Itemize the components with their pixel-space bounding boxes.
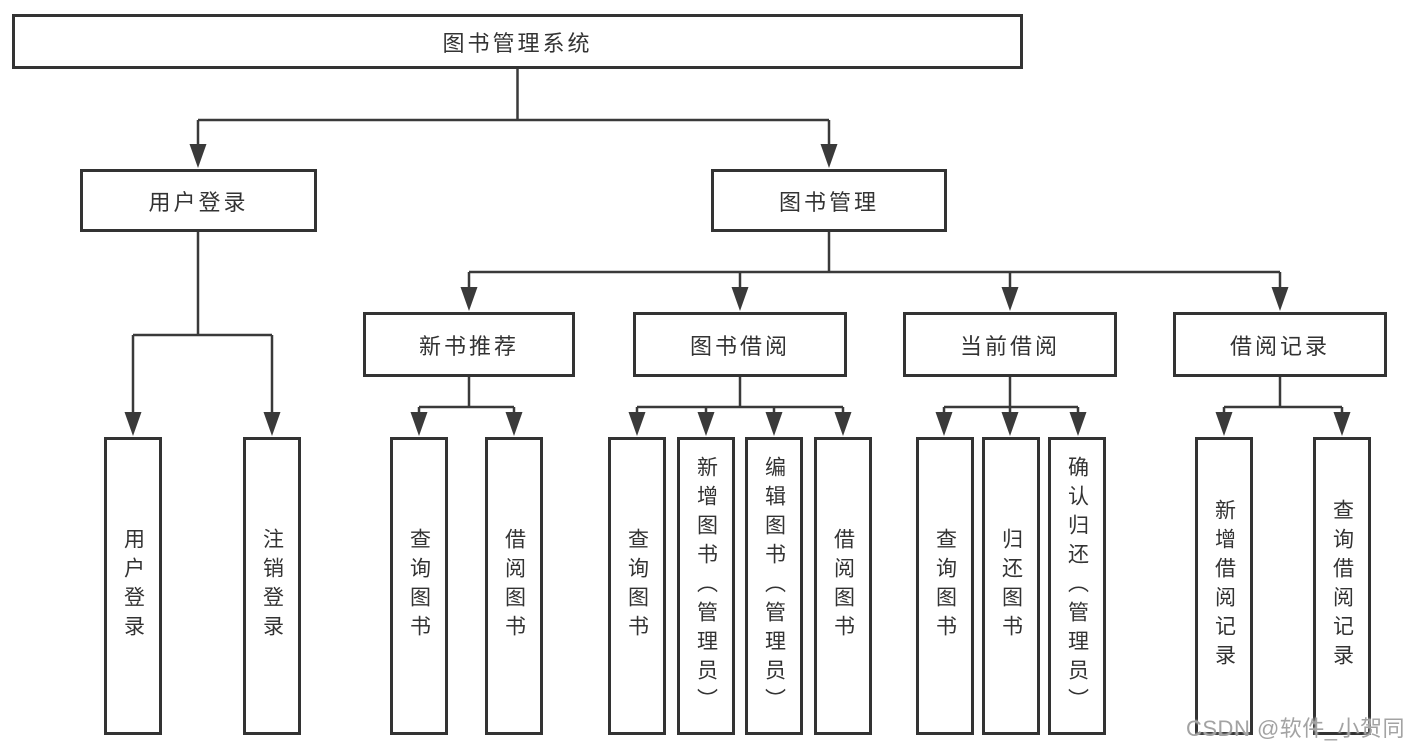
arrowhead-icon (505, 412, 523, 436)
node-return-books: 归还图书 (982, 437, 1040, 735)
node-add-borrow-record: 新增借阅记录 (1195, 437, 1253, 735)
node-borrow-query-books: 查询图书 (608, 437, 666, 735)
arrowhead-icon (1069, 412, 1087, 436)
node-logout-label: 注销登录 (260, 528, 284, 644)
arrowhead-icon (410, 412, 428, 436)
node-edit-books-admin: 编辑图书（管理员） (745, 437, 803, 735)
node-return-books-label: 归还图书 (999, 528, 1023, 644)
node-current-query-books: 查询图书 (916, 437, 974, 735)
connector-book-management-to-level3 (467, 232, 1282, 292)
connector-borrow-to-children (635, 377, 845, 420)
arrowhead-icon (189, 144, 207, 168)
node-book-borrowing: 图书借阅 (633, 312, 847, 377)
node-user-login-label: 用户登录 (148, 189, 249, 215)
connector-records-to-children (1222, 377, 1344, 420)
connector-user-login-to-children (131, 232, 274, 418)
node-add-books-admin: 新增图书（管理员） (677, 437, 735, 735)
node-book-management: 图书管理 (711, 169, 947, 232)
connector-recommend-to-children (417, 377, 516, 420)
arrowhead-icon (1215, 412, 1233, 436)
arrowhead-icon (460, 287, 478, 311)
connector-current-to-children (942, 377, 1080, 420)
arrowhead-icon (1001, 412, 1019, 436)
arrowhead-icon (820, 144, 838, 168)
node-recommend-borrow-books-label: 借阅图书 (502, 528, 526, 644)
arrowhead-icon (697, 412, 715, 436)
node-recommend-query-books: 查询图书 (390, 437, 448, 735)
arrowhead-icon (124, 412, 142, 436)
arrowhead-icon (1333, 412, 1351, 436)
node-borrow-books: 借阅图书 (814, 437, 872, 735)
node-recommend-query-books-label: 查询图书 (407, 528, 431, 644)
arrowhead-icon (628, 412, 646, 436)
node-edit-books-admin-label: 编辑图书（管理员） (762, 455, 786, 717)
node-current-query-books-label: 查询图书 (933, 528, 957, 644)
arrowhead-icon (731, 287, 749, 311)
arrowhead-icon (834, 412, 852, 436)
node-current-borrowing-label: 当前借阅 (959, 333, 1060, 359)
node-borrow-records-label: 借阅记录 (1229, 333, 1330, 359)
arrowhead-icon (935, 412, 953, 436)
node-new-book-recommend-label: 新书推荐 (418, 333, 519, 359)
arrowhead-icon (1001, 287, 1019, 311)
connector-root-to-level2 (196, 69, 831, 150)
node-logout: 注销登录 (243, 437, 301, 735)
node-confirm-return-admin-label: 确认归还（管理员） (1065, 455, 1089, 717)
node-borrow-query-books-label: 查询图书 (625, 528, 649, 644)
arrowhead-icon (1271, 287, 1289, 311)
node-new-book-recommend: 新书推荐 (363, 312, 575, 377)
node-borrow-records: 借阅记录 (1173, 312, 1387, 377)
arrowhead-icon (263, 412, 281, 436)
node-user-login-action: 用户登录 (104, 437, 162, 735)
node-query-borrow-record: 查询借阅记录 (1313, 437, 1371, 735)
node-borrow-books-label: 借阅图书 (831, 528, 855, 644)
node-current-borrowing: 当前借阅 (903, 312, 1117, 377)
node-confirm-return-admin: 确认归还（管理员） (1048, 437, 1106, 735)
csdn-watermark: CSDN @软件_小贺同学 (1186, 716, 1405, 741)
node-add-books-admin-label: 新增图书（管理员） (694, 455, 718, 717)
node-root-label: 图书管理系统 (442, 30, 593, 56)
node-user-login-action-label: 用户登录 (121, 528, 145, 644)
node-query-borrow-record-label: 查询借阅记录 (1330, 499, 1354, 673)
node-book-borrowing-label: 图书借阅 (689, 333, 790, 359)
arrowhead-icon (765, 412, 783, 436)
node-root: 图书管理系统 (12, 14, 1023, 69)
node-user-login: 用户登录 (80, 169, 317, 232)
node-recommend-borrow-books: 借阅图书 (485, 437, 543, 735)
node-book-management-label: 图书管理 (778, 189, 879, 215)
node-add-borrow-record-label: 新增借阅记录 (1212, 499, 1236, 673)
